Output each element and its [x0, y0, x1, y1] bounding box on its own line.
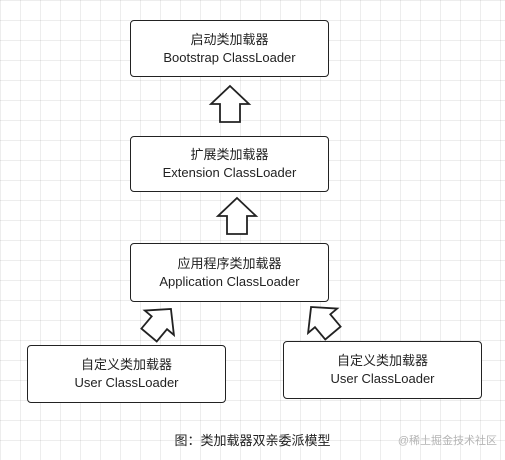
arrow-application-to-extension	[215, 196, 259, 235]
user-classloader-left-box: 自定义类加载器 User ClassLoader	[27, 345, 226, 403]
user-left-chinese-label: 自定义类加载器	[80, 357, 172, 372]
arrow-user-left-to-application	[140, 308, 176, 343]
bootstrap-chinese-label: 启动类加载器	[190, 31, 269, 47]
extension-chinese-label: 扩展类加载器	[190, 147, 269, 162]
user-right-english-label: User ClassLoader	[330, 371, 435, 386]
application-english-label: Application ClassLoader	[159, 273, 300, 289]
application-chinese-label: 应用程序类加载器	[177, 255, 282, 271]
user-classloader-right-box: 自定义类加载器 User ClassLoader	[283, 341, 482, 399]
watermark-text: @稀土掘金技术社区	[397, 435, 497, 447]
user-left-english-label: User ClassLoader	[74, 375, 179, 390]
extension-english-label: Extension ClassLoader	[162, 165, 297, 180]
application-classloader-box: 应用程序类加载器 Application ClassLoader	[130, 243, 329, 302]
arrow-extension-to-bootstrap	[208, 84, 252, 123]
figure-caption: 图：类加载器双亲委派模型	[174, 433, 331, 448]
user-right-chinese-label: 自定义类加载器	[336, 353, 428, 368]
bootstrap-classloader-box: 启动类加载器 Bootstrap ClassLoader	[130, 20, 329, 77]
extension-classloader-box: 扩展类加载器 Extension ClassLoader	[130, 136, 329, 192]
arrow-user-right-to-application	[306, 306, 342, 341]
bootstrap-english-label: Bootstrap ClassLoader	[163, 49, 296, 65]
